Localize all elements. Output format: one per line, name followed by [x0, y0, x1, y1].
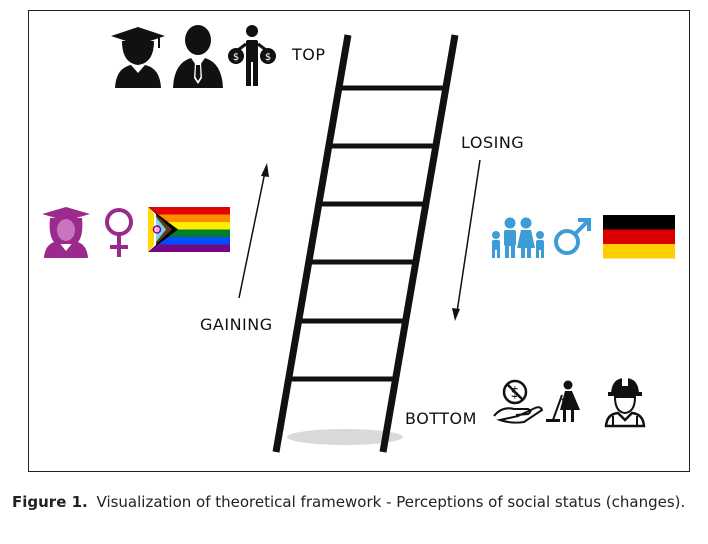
bottom-label: BOTTOM	[405, 409, 477, 428]
german-flag-icon	[603, 215, 675, 259]
gaining-arrow	[238, 163, 269, 299]
ladder-left-rail	[272, 34, 352, 453]
figure-caption: Figure 1. Visualization of theoretical f…	[12, 491, 702, 513]
no-money-hand-icon: $	[493, 379, 544, 424]
family-icon	[492, 217, 544, 258]
ladder	[272, 34, 459, 453]
construction-worker-icon	[604, 378, 646, 428]
ladder-right-rail	[379, 34, 459, 453]
progress-pride-flag-icon	[148, 207, 230, 252]
cleaning-worker-icon	[546, 380, 580, 422]
figure-label: Figure 1.	[12, 493, 88, 511]
male-symbol-icon	[554, 218, 591, 255]
top-label: TOP	[292, 45, 326, 64]
female-symbol-icon	[105, 208, 133, 257]
caption-text: Visualization of theoretical framework -…	[96, 493, 686, 511]
female-graduate-icon	[42, 207, 90, 258]
losing-arrow	[452, 159, 481, 321]
graduate-icon	[111, 27, 165, 88]
svg-text:$: $	[265, 52, 271, 63]
money-holder-icon: $ $	[228, 25, 276, 86]
losing-label: LOSING	[461, 133, 525, 152]
businessman-icon	[173, 25, 223, 88]
ladder-shadow	[287, 429, 403, 445]
gaining-label: GAINING	[200, 315, 273, 334]
svg-text:$: $	[233, 52, 239, 63]
